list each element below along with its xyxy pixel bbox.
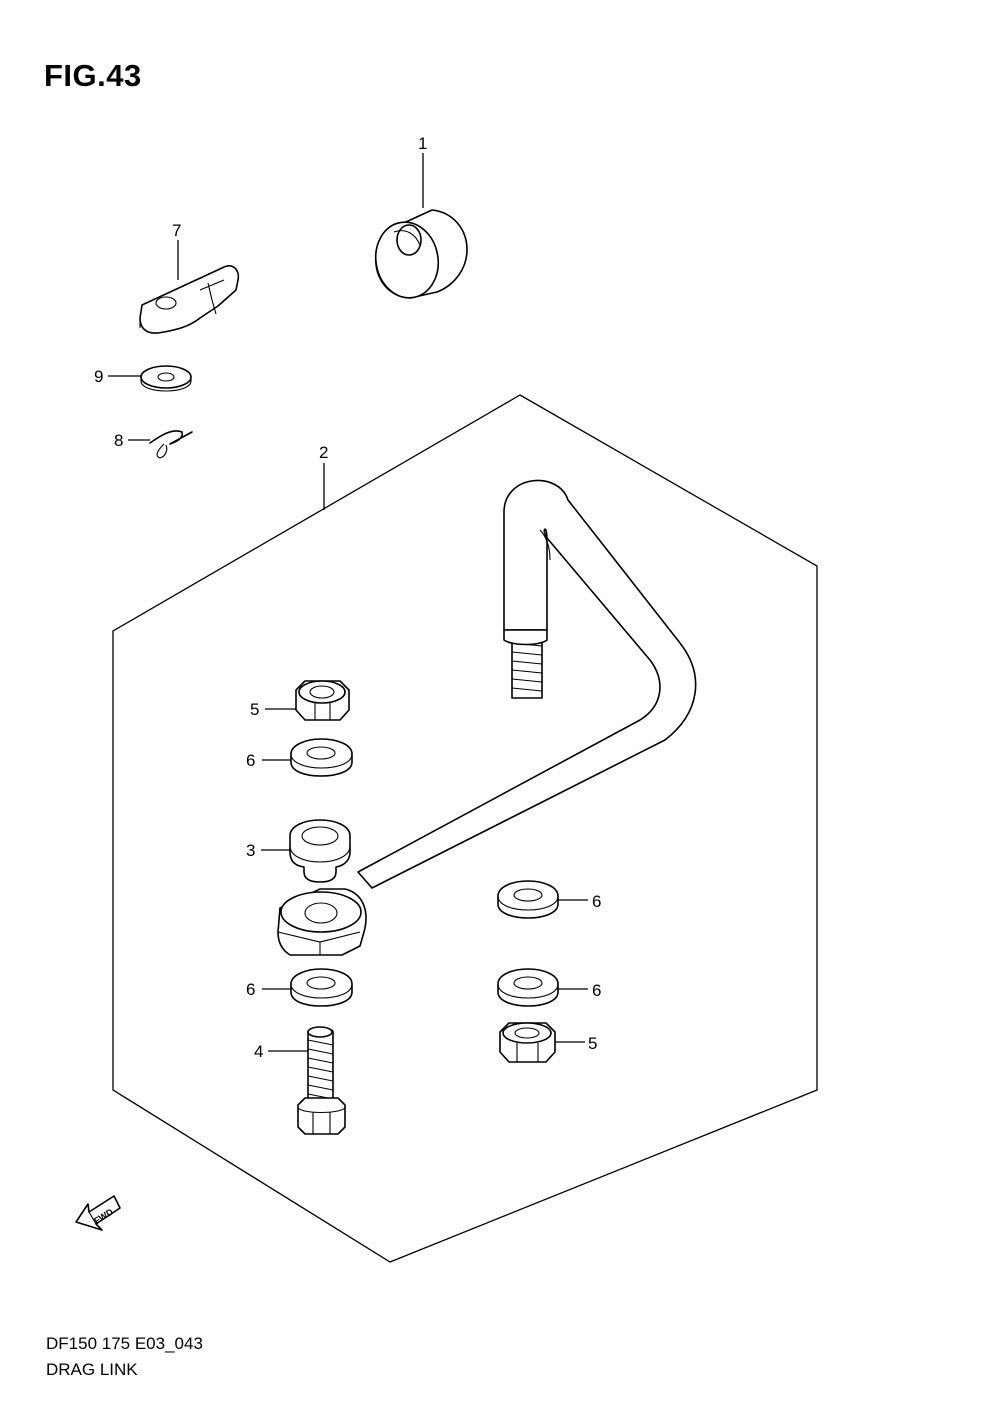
callout-6d: 6 <box>592 981 601 1000</box>
callout-6c: 6 <box>592 892 601 911</box>
diagram-name: DRAG LINK <box>46 1360 138 1379</box>
part-1-bushing[interactable] <box>370 209 468 303</box>
callout-8: 8 <box>114 431 123 450</box>
callout-6b: 6 <box>246 980 255 999</box>
part-9-washer[interactable] <box>140 365 192 392</box>
part-8-cotter-pin[interactable] <box>149 430 193 459</box>
figure-title: FIG.43 <box>44 58 142 93</box>
fwd-arrow-icon: FWD <box>75 1195 121 1231</box>
part-5-nut-bottom[interactable] <box>499 1022 556 1063</box>
part-7-rod-end[interactable] <box>139 265 240 334</box>
part-6-washer-a[interactable] <box>290 738 353 777</box>
part-6-washer-c[interactable] <box>497 880 559 919</box>
part-5-nut-top[interactable] <box>295 680 350 721</box>
assembly-outline <box>112 394 818 1263</box>
callout-2: 2 <box>319 443 328 462</box>
callout-7: 7 <box>172 221 181 240</box>
part-6-washer-b[interactable] <box>290 968 353 1007</box>
callout-9: 9 <box>94 367 103 386</box>
callout-5a: 5 <box>250 700 259 719</box>
part-6-washer-d[interactable] <box>497 968 559 1007</box>
part-2-drag-link[interactable] <box>277 479 697 956</box>
diagram-code: DF150 175 E03_043 <box>46 1334 203 1353</box>
callout-3: 3 <box>246 841 255 860</box>
callout-5b: 5 <box>588 1034 597 1053</box>
part-4-bolt[interactable] <box>297 1026 346 1135</box>
part-3-collar[interactable] <box>289 819 351 883</box>
callout-4: 4 <box>254 1042 263 1061</box>
callout-6a: 6 <box>246 751 255 770</box>
callout-1: 1 <box>418 134 427 153</box>
